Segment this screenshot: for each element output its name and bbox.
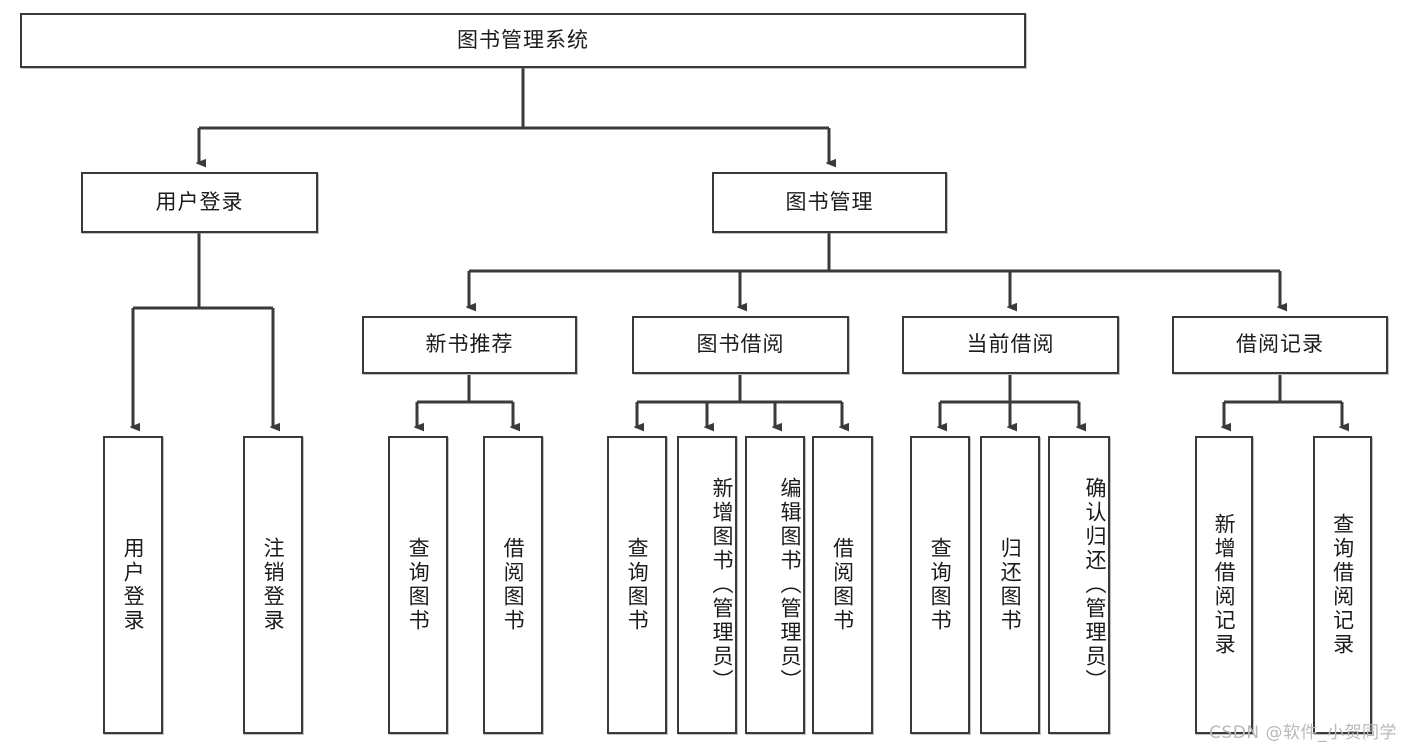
node-book-management[interactable]: 图书管理: [712, 172, 947, 233]
leaf-borrow-query-book[interactable]: 查询图书: [607, 436, 667, 734]
leaf-current-confirm-return-admin[interactable]: 确认归还（管理员）: [1048, 436, 1110, 734]
node-current-borrow[interactable]: 当前借阅: [902, 316, 1119, 374]
leaf-borrow-edit-book-admin[interactable]: 编辑图书（管理员）: [745, 436, 805, 734]
leaf-record-add-borrow-record[interactable]: 新增借阅记录: [1195, 436, 1253, 734]
node-user-login[interactable]: 用户登录: [81, 172, 318, 233]
leaf-user-logout[interactable]: 注销登录: [243, 436, 303, 734]
node-book-borrow[interactable]: 图书借阅: [632, 316, 849, 374]
leaf-borrow-add-book-admin[interactable]: 新增图书（管理员）: [677, 436, 737, 734]
leaf-current-return-book[interactable]: 归还图书: [980, 436, 1040, 734]
leaf-record-query-borrow-record[interactable]: 查询借阅记录: [1313, 436, 1372, 734]
leaf-recommend-borrow-book[interactable]: 借阅图书: [483, 436, 543, 734]
leaf-recommend-query-book[interactable]: 查询图书: [388, 436, 448, 734]
node-new-book-recommend[interactable]: 新书推荐: [362, 316, 577, 374]
node-borrow-record[interactable]: 借阅记录: [1172, 316, 1388, 374]
leaf-current-query-book[interactable]: 查询图书: [910, 436, 970, 734]
leaf-user-login-do[interactable]: 用户登录: [103, 436, 163, 734]
csdn-watermark: CSDN @软件_小贺同学: [1209, 723, 1397, 743]
leaf-borrow-borrow-book[interactable]: 借阅图书: [812, 436, 873, 734]
node-root-system[interactable]: 图书管理系统: [20, 13, 1026, 68]
